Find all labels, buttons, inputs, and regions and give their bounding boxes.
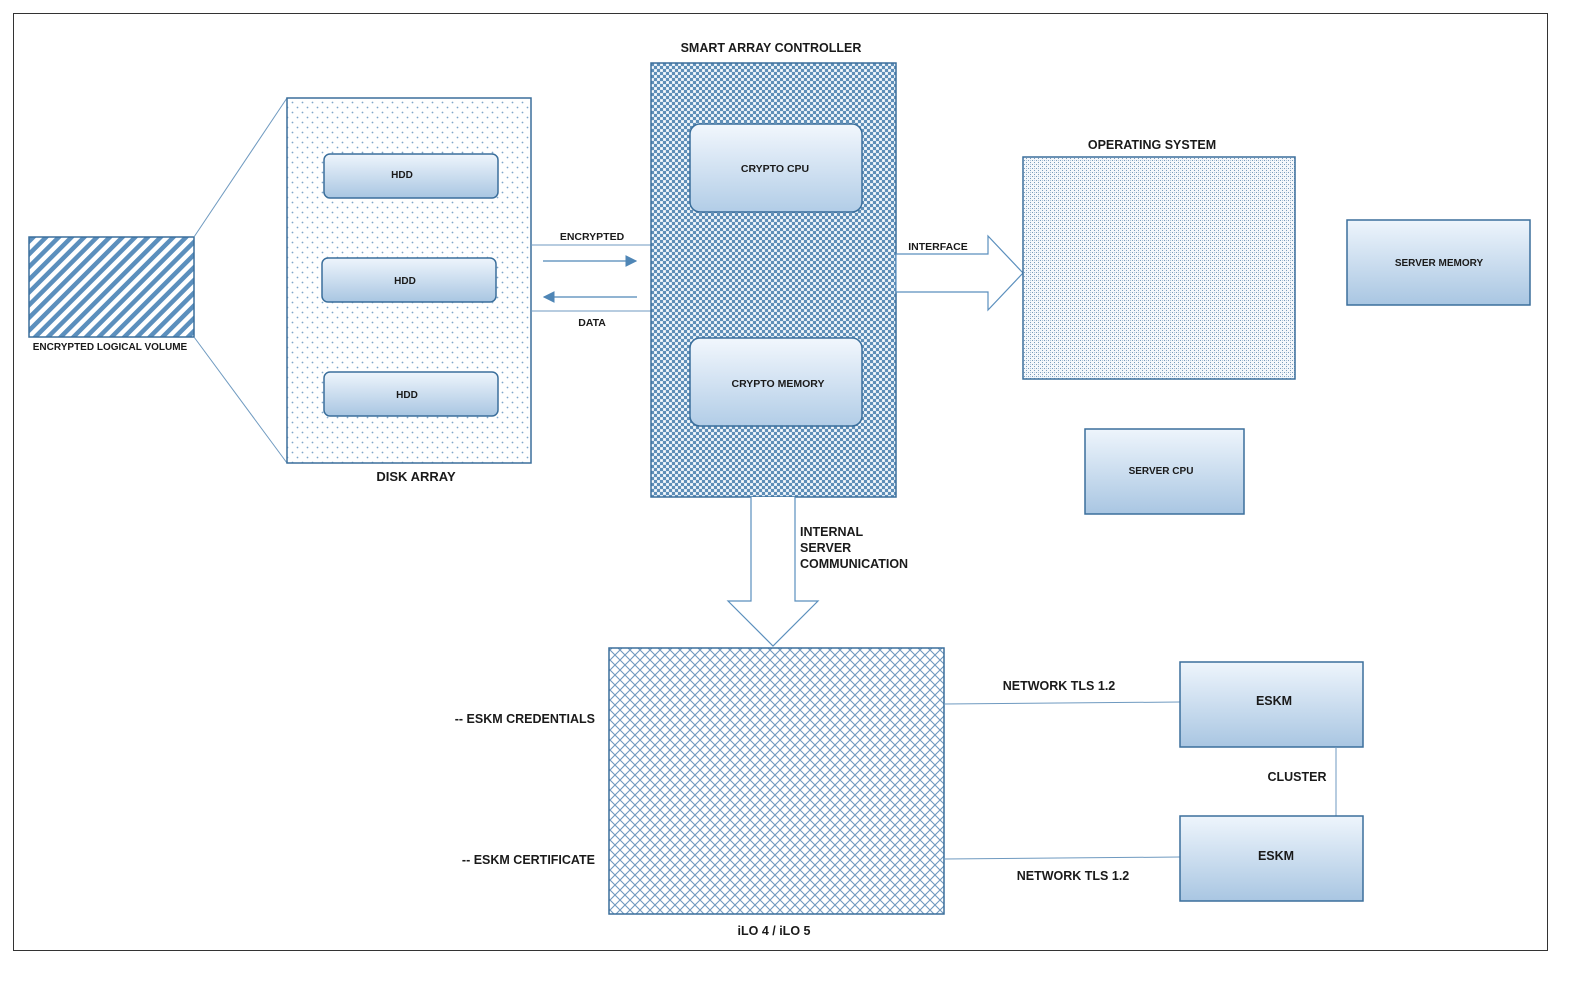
network-line-top [943, 701, 1181, 705]
logical-volume-label: ENCRYPTED LOGICAL VOLUME [33, 342, 188, 353]
ilo-label: iLO 4 / iLO 5 [738, 924, 811, 938]
hdd-label-1: HDD [391, 170, 413, 181]
controller-label: SMART ARRAY CONTROLLER [681, 41, 862, 55]
ilo-box: iLO 4 / iLO 5 [608, 647, 945, 938]
operating-system: OPERATING SYSTEM [1022, 138, 1296, 380]
eskm-box-2: ESKM [1179, 815, 1364, 902]
disk-array: HDD HDD HDD DISK ARRAY [286, 97, 532, 484]
crypto-memory-label: CRYPTO MEMORY [732, 378, 825, 390]
cluster-label: CLUSTER [1267, 770, 1326, 784]
crypto-memory-box: CRYPTO MEMORY [689, 337, 863, 427]
server-memory-box: SERVER MEMORY [1346, 219, 1531, 306]
hdd-box-3: HDD [323, 371, 499, 417]
internal-comm-label-1: INTERNAL [800, 525, 864, 539]
network-line-bottom [943, 856, 1181, 860]
hdd-label-2: HDD [394, 276, 416, 287]
zoom-line-top [193, 97, 288, 238]
crypto-cpu-box: CRYPTO CPU [689, 123, 863, 213]
interface-arrow [895, 234, 1024, 312]
hdd-label-3: HDD [396, 390, 418, 401]
network-tls-bottom-label: NETWORK TLS 1.2 [1017, 869, 1130, 883]
internal-comm-label-2: SERVER [800, 541, 851, 555]
crypto-cpu-label: CRYPTO CPU [741, 163, 809, 175]
server-cpu-box: SERVER CPU [1084, 428, 1245, 515]
outer-frame [13, 13, 1548, 951]
eskm-label-1: ESKM [1256, 694, 1292, 708]
encrypted-label: ENCRYPTED [560, 231, 625, 243]
interface-label: INTERFACE [908, 241, 968, 253]
encrypted-logical-volume: ENCRYPTED LOGICAL VOLUME [28, 236, 195, 353]
eskm-certificate-label: -- ESKM CERTIFICATE [462, 853, 595, 867]
data-label: DATA [578, 317, 606, 329]
eskm-label-2: ESKM [1258, 849, 1294, 863]
eskm-box-1: ESKM [1179, 661, 1364, 748]
internal-comm-label-3: COMMUNICATION [800, 557, 908, 571]
network-tls-top-label: NETWORK TLS 1.2 [1003, 679, 1116, 693]
zoom-line-bottom [193, 336, 288, 464]
hdd-box-2: HDD [321, 257, 497, 303]
disk-array-label: DISK ARRAY [376, 469, 456, 484]
server-memory-label: SERVER MEMORY [1395, 258, 1484, 269]
hdd-box-1: HDD [323, 153, 499, 199]
operating-system-label: OPERATING SYSTEM [1088, 138, 1216, 152]
eskm-credentials-label: -- ESKM CREDENTIALS [455, 712, 595, 726]
smart-array-controller: SMART ARRAY CONTROLLER CRYPTO CPU CRYPTO… [650, 41, 897, 498]
server-cpu-label: SERVER CPU [1129, 466, 1194, 477]
internal-communication-arrow [726, 497, 820, 647]
